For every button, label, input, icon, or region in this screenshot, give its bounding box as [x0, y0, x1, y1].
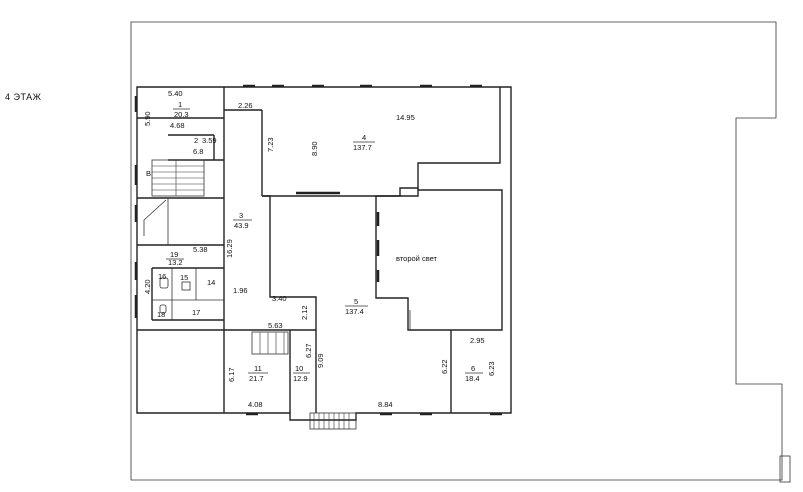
- room-6-area: 18.4: [465, 374, 480, 383]
- dimension-label: 2.95: [470, 336, 485, 345]
- room-4-area: 137.7: [353, 143, 372, 152]
- room-10-area: 12.9: [293, 374, 308, 383]
- room-10-number: 10: [295, 364, 303, 373]
- dimension-label: 16.29: [225, 239, 234, 258]
- toilet-icon: [159, 304, 167, 314]
- room-6-number: 6: [471, 364, 475, 373]
- site-corner-mark: [779, 455, 791, 483]
- room-19-area: 13.2: [168, 258, 183, 267]
- second-light-void: [375, 188, 503, 331]
- sink-icon: [181, 281, 191, 291]
- room-19-number: 19: [170, 250, 178, 259]
- stair-letter: В: [146, 169, 151, 178]
- wall: [262, 195, 317, 413]
- dimension-label: 14.95: [396, 113, 415, 122]
- dimension-label: 3.40: [272, 294, 287, 303]
- dimension-label: 9.09: [316, 353, 325, 368]
- dimension-label: 7.23: [266, 137, 275, 152]
- floor-label: 4 ЭТАЖ: [5, 92, 42, 102]
- dimension-label: 5.90: [143, 111, 152, 126]
- room-14-number: 14: [207, 278, 215, 287]
- wall: [262, 87, 501, 197]
- room-15-number: 15: [180, 273, 188, 282]
- room-18-number: 18: [157, 310, 165, 319]
- second-light-label: второй свет: [396, 254, 438, 263]
- toilet-icon: [159, 277, 169, 289]
- stair-small: [251, 331, 289, 355]
- dimension-label: 6.17: [227, 367, 236, 382]
- dimension-label: 2.26: [238, 101, 253, 110]
- room-17-number: 17: [192, 308, 200, 317]
- room-1-number: 1: [178, 100, 182, 109]
- room-2-number: 2: [194, 136, 198, 145]
- dimension-label: 4.08: [248, 400, 263, 409]
- room-4-number: 4: [362, 133, 366, 142]
- dimension-label: 4.20: [143, 279, 152, 294]
- room-5-area: 137.4: [345, 307, 364, 316]
- room-11-number: 11: [254, 364, 262, 373]
- room-2-area: 6.8: [193, 147, 203, 156]
- windows: [134, 84, 502, 416]
- room-16-number: 16: [158, 272, 166, 281]
- entrance-steps: [309, 412, 357, 430]
- dimension-label: 6.23: [487, 361, 496, 376]
- dimension-label: 5.40: [168, 89, 183, 98]
- dimension-label: 1.96: [233, 286, 248, 295]
- dimension-label: 8.90: [310, 141, 319, 156]
- dimension-label: 3.59: [202, 136, 217, 145]
- dimension-label: 6.27: [304, 343, 313, 358]
- wall: [143, 199, 167, 236]
- dimension-label: 2.12: [300, 305, 309, 320]
- room-5-number: 5: [354, 297, 358, 306]
- dimension-label: 4.68: [170, 121, 185, 130]
- room-3-area: 43.9: [234, 221, 249, 230]
- dimension-label: 5.38: [193, 245, 208, 254]
- room-11-area: 21.7: [249, 374, 264, 383]
- dimension-label: 5.63: [268, 321, 283, 330]
- room-1-area: 20.3: [174, 110, 189, 119]
- site-outline: [130, 21, 783, 481]
- dimension-label: 6.22: [440, 359, 449, 374]
- dimension-label: 8.84: [378, 400, 393, 409]
- room-3-number: 3: [239, 211, 243, 220]
- stair-left: [151, 159, 205, 197]
